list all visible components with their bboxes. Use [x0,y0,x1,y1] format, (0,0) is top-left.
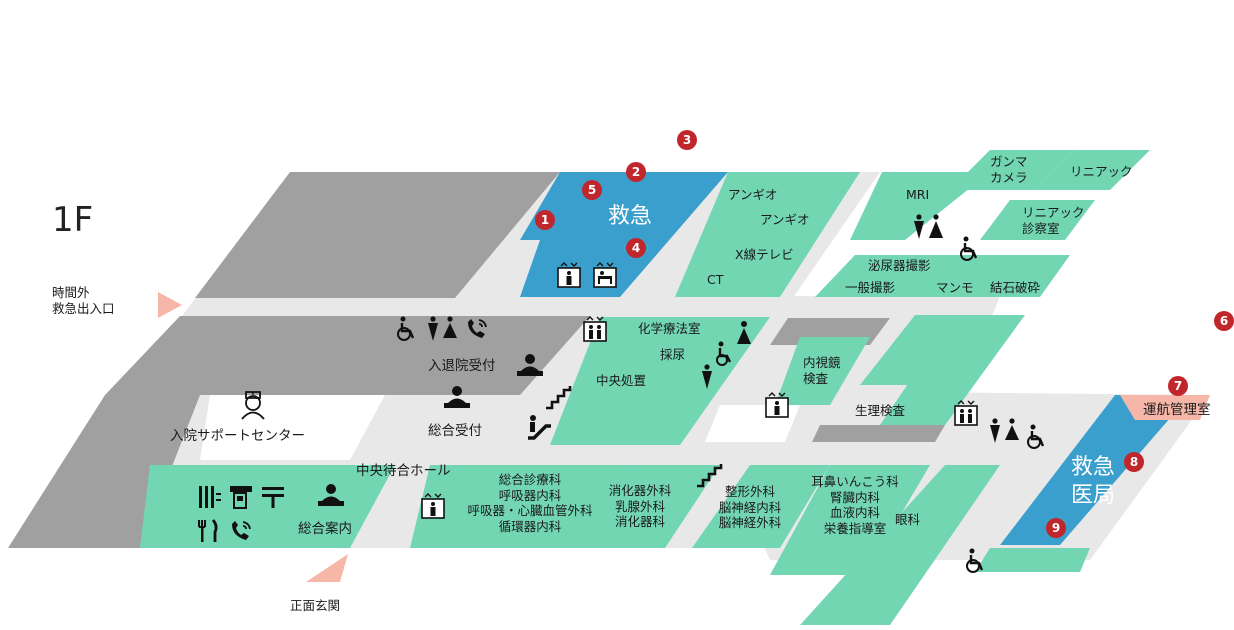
wheelchair-icon [963,548,989,574]
ct-room: CT [707,272,724,287]
restroom-icon [424,316,460,342]
phone-icon [464,316,490,342]
pin-8[interactable]: 8 [1124,452,1144,472]
dept-block-d: 耳鼻いんこう科 腎臓内科 血液内科 栄養指導室 [811,474,899,536]
restroom-icon [986,418,1022,444]
physiology-lab: 生理検査 [855,403,906,418]
pin-6[interactable]: 6 [1214,311,1234,331]
dept-block-c: 整形外科 脳神経内科 脳神経外科 [718,484,782,531]
atm-icon [228,484,254,510]
pin-7[interactable]: 7 [1168,376,1188,396]
restroom-icon [911,214,945,240]
wheelchair-icon [1024,424,1050,450]
phone-icon [228,518,254,544]
mammography-room: マンモ [936,280,974,295]
lithotripsy-room: 結石破砕 [990,280,1041,295]
general-reception-label: 総合受付 [428,423,482,439]
nurse-icon [238,386,268,420]
xray-tv-room: X線テレビ [735,247,794,262]
linac-exam-room: リニアック 診察室 [1022,205,1085,236]
admission-support-center-label: 入院サポートセンター [170,428,305,444]
stairs-icon [695,462,729,488]
restroom-icon [714,320,754,370]
urine-collection-room: 採尿 [660,347,686,362]
pin-4[interactable]: 4 [626,238,646,258]
restaurant-icon [196,518,222,544]
stairs-icon [544,384,578,410]
urology-imaging-room: 泌尿器撮影 [868,258,931,273]
information-desk-label: 総合案内 [298,521,352,537]
pin-2[interactable]: 2 [626,162,646,182]
gamma-camera-room: ガンマ カメラ [990,154,1028,185]
front-entrance-label: 正面玄関 [290,598,341,613]
floor-label: 1F [52,200,94,240]
pin-9[interactable]: 9 [1046,518,1066,538]
elevator-icon [764,392,790,418]
wheelchair-icon [394,316,420,342]
dept-block-a: 総合診療科 呼吸器内科 呼吸器・心臓血管外科 循環器内科 [467,472,593,534]
admission-desk-label: 入退院受付 [428,358,496,374]
person-desk-icon [442,384,472,410]
emergency-office-label: 救急 医局 [1070,455,1116,508]
emergency-label: 救急 [607,204,653,229]
barber-icon [196,484,222,510]
person-desk-icon [316,482,346,508]
person-desk-icon [515,352,545,378]
chemotherapy-room: 化学療法室 [638,321,701,336]
central-waiting-hall-label: 中央待合ホール [356,463,451,479]
wheelchair-icon [957,236,983,262]
mri-room: MRI [906,187,930,202]
dept-block-b: 消化器外科 乳腺外科 消化器科 [608,483,672,530]
endoscopy-room: 内視鏡 検査 [803,355,841,386]
elevator-icon [556,262,582,288]
escalator-icon [526,414,552,440]
elevator-icon [420,493,446,519]
pin-3[interactable]: 3 [677,130,697,150]
elevator-icon [582,316,608,342]
post-office-icon [260,484,286,510]
general-imaging-room: 一般撮影 [845,280,896,295]
ops-office-tab [1120,395,1210,420]
night-emergency-entrance-label: 時間外 救急出入口 [52,285,115,316]
restroom-icon [700,364,714,390]
linac-room: リニアック [1070,164,1133,179]
pin-5[interactable]: 5 [582,180,602,200]
elevator-icon [953,400,979,426]
front-entrance-arrow[interactable] [306,554,348,582]
angio-room-1: アンギオ [728,187,778,202]
ophthalmology-label: 眼科 [895,512,921,527]
night-entrance-arrow[interactable] [158,292,182,318]
ops-office-label: 運航管理室 [1143,402,1211,418]
angio-room-2: アンギオ [760,212,810,227]
emergency-layer [520,172,1190,545]
pin-1[interactable]: 1 [535,210,555,230]
central-treatment-room: 中央処置 [596,373,647,388]
bed-elevator-icon [592,262,618,288]
